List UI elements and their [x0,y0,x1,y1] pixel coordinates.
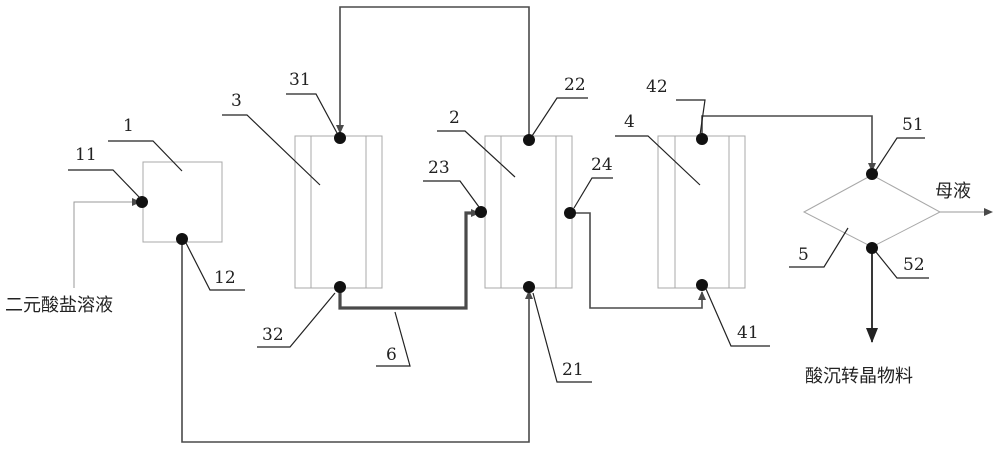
pipe-12-to-21 [181,240,533,443]
label-port-51: 51 [902,115,924,135]
label-port-23: 23 [428,158,450,178]
port-52 [866,242,878,254]
port-32 [334,281,346,293]
port-23 [475,206,487,218]
port-51 [866,168,878,180]
feed-pipe [73,198,141,288]
label-unit-5: 5 [798,245,809,265]
label-port-32: 32 [262,325,284,345]
leader-lines [68,93,929,383]
label-port-11: 11 [75,145,97,165]
label-unit-4: 4 [624,112,635,132]
unit-3-column [294,135,383,289]
label-port-42: 42 [646,77,668,97]
port-11 [136,196,148,208]
unit-1-tank [142,161,223,243]
pipe-42-to-51 [701,115,876,172]
label-unit-1: 1 [123,116,134,136]
pipe-22-to-31 [336,6,530,135]
port-31 [334,132,346,144]
port-24 [564,207,576,219]
mother-liquor-label: 母液 [935,181,971,202]
label-port-22: 22 [564,75,586,95]
label-port-52: 52 [903,255,925,275]
label-port-21: 21 [562,360,584,380]
label-port-12: 12 [214,268,236,288]
port-41 [696,279,708,291]
port-22 [523,134,535,146]
port-12 [176,233,188,245]
label-unit-6: 6 [386,345,397,365]
label-port-24: 24 [591,155,613,175]
label-unit-3: 3 [231,91,242,111]
label-unit-2: 2 [449,108,460,128]
label-port-41: 41 [737,323,759,343]
port-42 [696,133,708,145]
pipe-24-to-41 [570,212,706,309]
feed-label: 二元酸盐溶液 [5,295,113,316]
unit-2-column [484,135,573,289]
unit-5-separator [802,174,942,248]
port-21 [523,281,535,293]
pipe-32-to-23 [338,209,480,310]
product-label: 酸沉转晶物料 [805,366,913,387]
label-port-31: 31 [289,70,311,90]
unit-4-column [657,135,746,289]
